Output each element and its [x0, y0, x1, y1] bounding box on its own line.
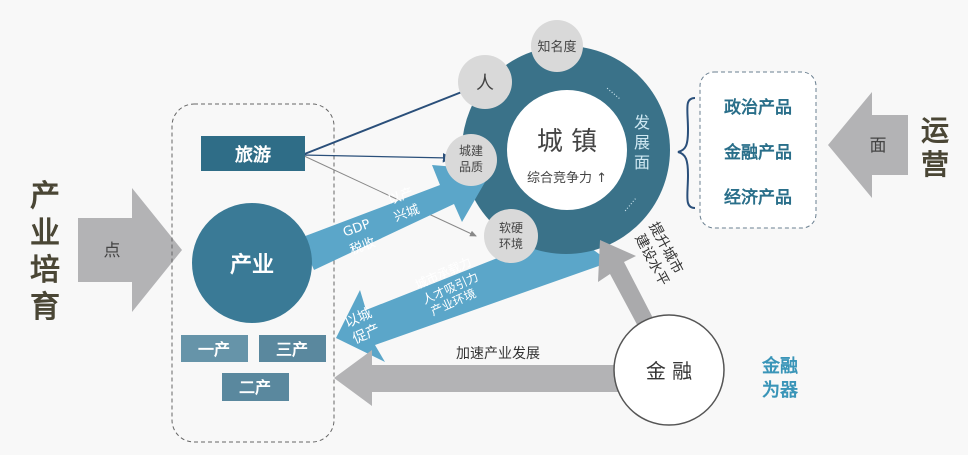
title-char: 培: [30, 253, 60, 288]
svg-text:运: 运: [921, 114, 949, 147]
svg-text:城建: 城建: [459, 144, 483, 158]
secondary-industry-label: 二产: [239, 378, 271, 397]
svg-text:品质: 品质: [459, 160, 483, 174]
industry-builds-city-arrow: [300, 165, 492, 270]
city-promotes-industry-arrow: [336, 238, 610, 362]
secondary-industry-box: [222, 373, 289, 401]
ring-label: 发 展 面: [634, 113, 650, 172]
node-construction-quality: 城建 品质: [445, 134, 497, 186]
town-core: [507, 90, 627, 210]
svg-text:知名度: 知名度: [537, 39, 576, 55]
tourism-label: 旅游: [235, 144, 271, 166]
connector-line: [301, 80, 486, 156]
svg-text:面: 面: [634, 153, 650, 172]
point-arrow: [78, 188, 182, 312]
node-fame: 知名度: [531, 20, 583, 72]
finance-circle-label: 金 融: [646, 359, 692, 383]
svg-text:环境: 环境: [499, 236, 523, 251]
svg-text:展: 展: [634, 133, 650, 152]
primary-industry-box: [181, 335, 248, 362]
surface-arrow: [828, 92, 908, 198]
accelerate-industry-label: 加速产业发展: [456, 346, 540, 362]
svg-text:发: 发: [634, 113, 650, 132]
finance-circle: [613, 314, 725, 426]
town-title: 城 镇: [537, 127, 597, 157]
connector-line: [301, 153, 453, 163]
industry-label: 产业: [230, 253, 274, 278]
tourism-box: [201, 136, 305, 171]
title-char: 产: [30, 179, 60, 214]
improve-city-arrow: [598, 240, 655, 332]
title-char: 业: [30, 216, 60, 251]
finance-tool-label-1: 金融: [761, 355, 798, 377]
industry-cultivation-title: 产 业 培 育: [30, 179, 60, 325]
node-people: 人: [458, 55, 512, 109]
tertiary-industry-box: [259, 335, 326, 362]
product-economic: 经济产品: [724, 187, 792, 208]
connector-line: [301, 154, 477, 237]
svg-text:软硬: 软硬: [499, 221, 523, 235]
node-environment: 软硬 环境: [484, 209, 538, 263]
industry-circle: [192, 203, 312, 323]
point-arrow-label: 点: [104, 241, 121, 261]
svg-text:营: 营: [921, 148, 949, 181]
industry-group-box: [171, 103, 335, 443]
title-char: 育: [30, 290, 60, 325]
accelerate-industry-arrow: [334, 350, 618, 406]
town-subtitle: 综合竞争力 ↑: [527, 170, 607, 186]
primary-industry-label: 一产: [198, 340, 230, 359]
finance-tool-label-2: 为器: [762, 379, 799, 401]
svg-text:人: 人: [476, 73, 494, 94]
operation-title: 运 营: [921, 114, 949, 181]
surface-arrow-label: 面: [870, 136, 887, 156]
product-political: 政治产品: [724, 97, 792, 118]
brace: [677, 97, 696, 209]
tertiary-industry-label: 三产: [276, 340, 308, 359]
product-financial: 金融产品: [723, 142, 792, 163]
products-list: 政治产品 金融产品 经济产品: [723, 97, 792, 208]
products-box: [699, 71, 817, 229]
